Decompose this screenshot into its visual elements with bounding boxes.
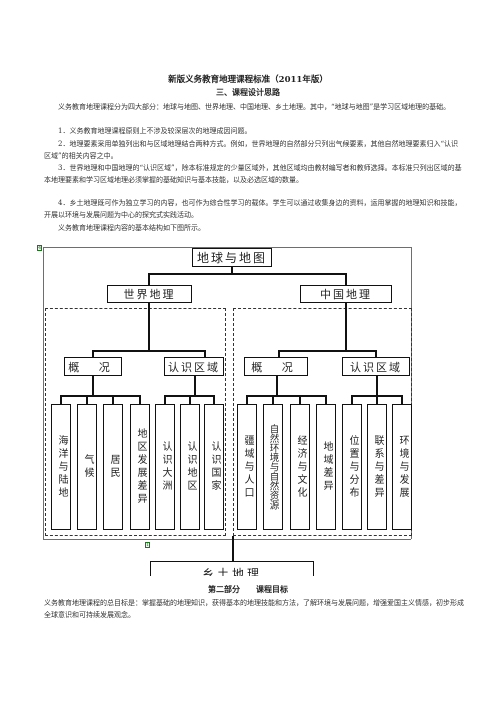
leaf-china-3: 经济与文化 [290,404,310,530]
item-4: 4．乡土地理既可作为独立学习的内容，也可作为综合性学习的载体。学生可以通过收集身… [44,199,462,219]
leaf-china-1: 疆域与人口 [237,404,257,530]
china-regions-box: 认识区域 [342,357,410,376]
item-1: 1．义务教育地理课程原则上不涉及较深层次的地理成因问题。 [58,127,252,135]
structure-intro: 义务教育地理课程内容的基本结构如下图所示。 [58,224,205,232]
anchor-marker-top: 4 [37,245,42,251]
leaf-world-6: 认识地区 [180,404,200,530]
root-box: 地球与地图 [192,248,272,267]
world-overview-box: 概 况 [64,357,122,376]
intro-paragraph: 义务教育地理课程分为四大部分：地球与地图、世界地理、中国地理、乡土地理。其中，“… [58,103,451,111]
world-group-frame [45,308,226,536]
china-geography-box: 中国地理 [300,285,392,303]
leaf-china-2: 自然环境与自然资源 [263,404,283,530]
item-3: 3．世界地理和中国地理的“认识区域”，除本标准规定的少量区域外，其他区域均由教材… [44,164,462,184]
leaf-world-5: 认识大洲 [155,404,175,530]
world-regions-box: 认识区域 [164,357,224,376]
leaf-world-7: 认识国家 [204,404,224,530]
item-2: 2．地理要素采用单独列出和与区域地理结合两种方式。例如，世界地理的自然部分只列出… [44,140,459,160]
document-title: 新版义务教育地理课程标准（2011年版） [168,75,328,85]
leaf-china-7: 环境与发展 [392,404,412,530]
leaf-world-2: 气候 [77,404,97,530]
china-overview-box: 概 况 [244,357,308,376]
local-geography-box: 乡土地理 [150,561,314,576]
anchor-marker-bottom: 1 [145,542,150,548]
green-guide-top [43,247,411,248]
section-heading: 三、课程设计思路 [216,87,280,97]
leaf-world-4: 地区发展差异 [130,404,150,530]
green-guide-left [43,247,44,539]
leaf-china-6: 联系与差异 [367,404,387,530]
world-geography-box: 世界地理 [107,285,192,303]
leaf-world-3: 居民 [103,404,123,530]
part2-heading: 第二部分 课程目标 [208,584,288,594]
green-guide-bottom [43,539,411,540]
goal-paragraph: 义务教育地理课程的总目标是：掌握基础的地理知识，获得基本的地理技能和方法，了解环… [44,599,464,619]
leaf-world-1: 海洋与陆地 [51,404,71,530]
leaf-china-5: 位置与分布 [342,404,362,530]
leaf-china-4: 地域差异 [316,404,336,530]
